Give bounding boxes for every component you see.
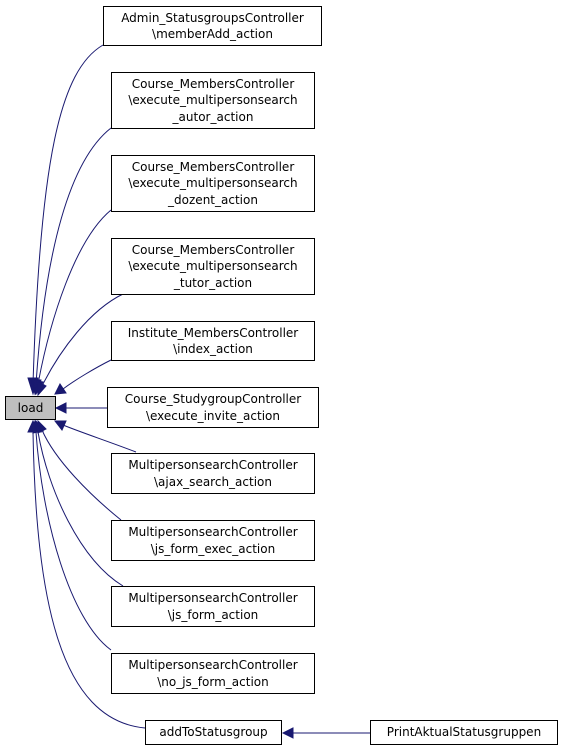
edge-add-to-statusgroup: [27, 419, 146, 729]
node-course-members-tutor[interactable]: Course_MembersController \execute_multip…: [111, 238, 315, 295]
node-multi-js-form-exec[interactable]: MultipersonsearchController \js_form_exe…: [111, 520, 315, 561]
node-label: MultipersonsearchController \no_js_form_…: [128, 658, 298, 689]
node-label: Course_MembersController \execute_multip…: [128, 242, 298, 290]
node-label: addToStatusgroup: [159, 725, 268, 740]
node-label: Institute_MembersController \index_actio…: [127, 325, 299, 357]
node-label: Course_MembersController \execute_multip…: [128, 76, 298, 124]
node-label: Admin_StatusgroupsController \memberAdd_…: [121, 10, 304, 42]
edge-course-members-tutor: [36, 293, 124, 397]
node-label: PrintAktualStatusgruppen: [386, 725, 542, 740]
node-label: MultipersonsearchController \js_form_act…: [128, 591, 298, 622]
node-course-members-autor[interactable]: Course_MembersController \execute_multip…: [111, 72, 315, 129]
node-label: load: [17, 400, 44, 415]
node-print-aktual-statusgruppen[interactable]: PrintAktualStatusgruppen: [370, 720, 558, 745]
node-admin-memberadd[interactable]: Admin_StatusgroupsController \memberAdd_…: [103, 6, 322, 46]
node-label: Course_StudygroupController \execute_inv…: [124, 392, 302, 423]
edge-course-members-autor: [30, 127, 112, 396]
node-root-load: load: [5, 396, 56, 420]
edge-multi-ajax: [53, 420, 137, 453]
node-institute-members[interactable]: Institute_MembersController \index_actio…: [111, 321, 315, 361]
node-label: Course_MembersController \execute_multip…: [128, 159, 298, 207]
node-course-studygroup[interactable]: Course_StudygroupController \execute_inv…: [107, 387, 319, 428]
edge-institute-members: [54, 359, 112, 395]
node-course-members-dozent[interactable]: Course_MembersController \execute_multip…: [111, 155, 315, 212]
node-label: MultipersonsearchController \js_form_exe…: [128, 525, 298, 556]
node-label: MultipersonsearchController \ajax_search…: [128, 458, 298, 489]
edge-print-to-add: [281, 727, 370, 739]
node-multi-js-form[interactable]: MultipersonsearchController \js_form_act…: [111, 586, 315, 627]
node-add-to-statusgroup[interactable]: addToStatusgroup: [145, 720, 282, 745]
edge-course-studygroup: [54, 402, 107, 414]
edge-multi-js-exec: [37, 419, 122, 521]
node-multi-ajax-search[interactable]: MultipersonsearchController \ajax_search…: [111, 453, 315, 494]
node-multi-no-js-form[interactable]: MultipersonsearchController \no_js_form_…: [111, 653, 315, 694]
edge-multi-js-form: [32, 419, 124, 587]
